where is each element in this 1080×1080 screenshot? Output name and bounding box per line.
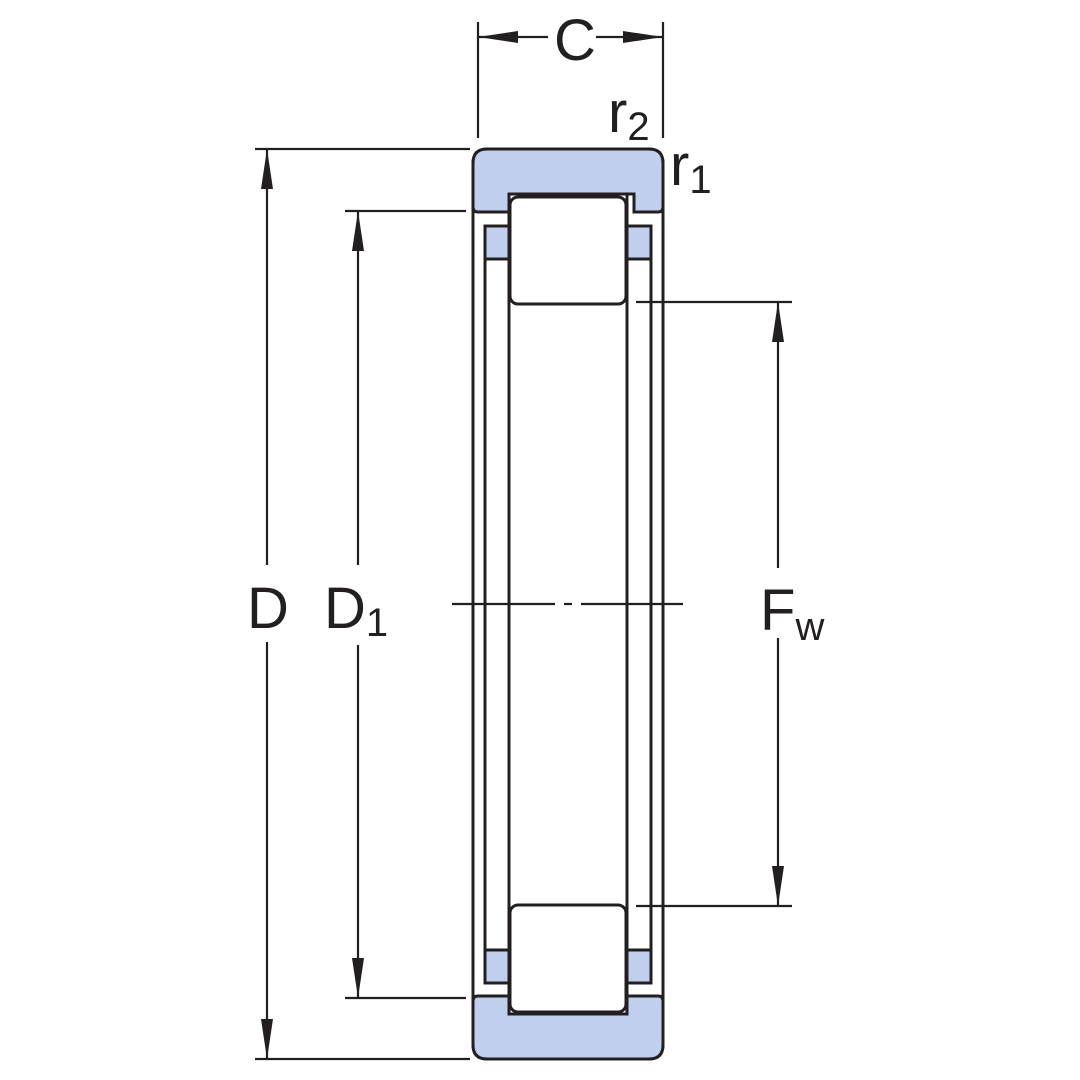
label-d: D [247, 576, 289, 641]
dimension-d: D [247, 147, 470, 1061]
label-d1: D1 [324, 576, 388, 645]
dimension-fw: Fw [636, 300, 824, 908]
label-d1-sub: 1 [366, 601, 388, 645]
dimension-c: C [476, 8, 665, 138]
cage-top-left [483, 224, 511, 261]
roller-bottom [508, 903, 628, 1014]
label-r2: r2 [608, 80, 650, 149]
label-fw-sub: w [794, 605, 824, 649]
label-r1-base: r [670, 133, 689, 198]
label-c: C [554, 8, 596, 73]
label-r2-sub: 2 [627, 105, 649, 149]
label-r2-base: r [608, 80, 627, 145]
label-d1-base: D [324, 576, 366, 641]
cage-top-right [625, 224, 653, 261]
roller-top [508, 195, 628, 306]
label-fw-base: F [760, 578, 795, 643]
cage-bottom-left [483, 948, 511, 985]
outer-ring-top [471, 147, 665, 214]
outer-ring-bottom [471, 994, 665, 1061]
label-r1: r1 [670, 133, 712, 202]
label-fw: Fw [760, 578, 824, 649]
bearing-section [452, 147, 683, 1061]
dimension-d1: D1 [324, 209, 466, 1000]
label-r1-sub: 1 [689, 158, 711, 202]
cage-bottom-right [625, 948, 653, 985]
